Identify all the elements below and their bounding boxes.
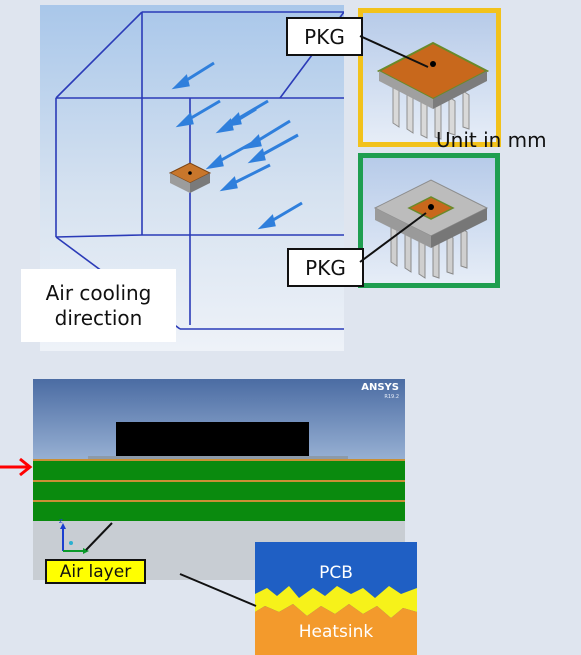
air-layer-label: Air layer bbox=[45, 559, 146, 584]
pcb-layer bbox=[33, 482, 405, 500]
unit-label: Unit in mm bbox=[436, 128, 547, 152]
airflow-arrow-icon bbox=[171, 61, 303, 230]
inset-pcb-label: PCB bbox=[319, 563, 353, 583]
heatsink-thumbnail-top bbox=[358, 8, 501, 147]
pkg-label-bottom: PKG bbox=[287, 248, 364, 287]
air-cooling-label-line1: Air cooling bbox=[45, 280, 152, 305]
package-section bbox=[116, 422, 309, 460]
svg-text:z: z bbox=[59, 517, 63, 525]
interface-inset: PCB Heatsink bbox=[255, 542, 417, 655]
copper-layer bbox=[33, 500, 405, 502]
inset-heatsink-label: Heatsink bbox=[298, 622, 374, 642]
package-model-small bbox=[168, 162, 212, 193]
axis-triad-icon: z bbox=[59, 517, 89, 554]
ansys-version: R19.2 bbox=[384, 394, 399, 400]
copper-layer bbox=[33, 459, 405, 461]
air-cooling-label-line2: direction bbox=[54, 305, 143, 330]
pcb-layer bbox=[33, 461, 405, 480]
copper-layer bbox=[33, 480, 405, 482]
package-base bbox=[88, 456, 348, 461]
ansys-logo: ANSYS bbox=[361, 382, 399, 393]
red-arrow-icon bbox=[0, 457, 33, 477]
air-cooling-direction-label: Air cooling direction bbox=[21, 269, 176, 342]
pkg-label-top: PKG bbox=[286, 17, 363, 56]
heatsink-thumbnail-bottom bbox=[358, 153, 500, 288]
pcb-layer bbox=[33, 502, 405, 521]
